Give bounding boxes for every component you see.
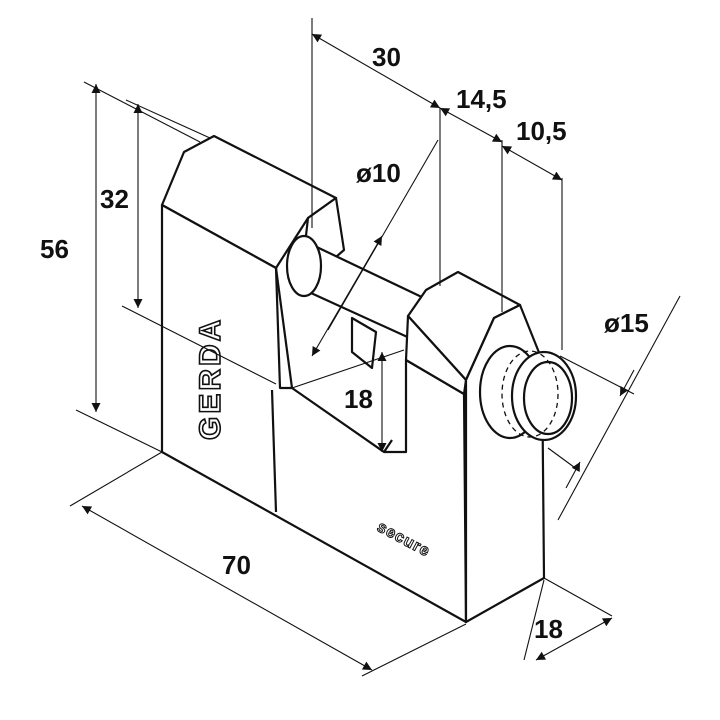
brand-engraving: GERDA (194, 317, 227, 440)
label-56: 56 (40, 234, 69, 264)
label-diameter-10: ø10 (356, 158, 401, 188)
label-diameter-15: ø15 (604, 308, 649, 338)
right-block-front-face (404, 314, 468, 396)
dim-line-70 (81, 505, 373, 671)
label-inner-18: 18 (344, 384, 373, 414)
label-14-5: 14,5 (456, 84, 507, 114)
label-32: 32 (100, 184, 129, 214)
dim-line-diameter-10 (311, 235, 383, 357)
dim-line-depth-18 (535, 617, 613, 661)
label-10-5: 10,5 (516, 116, 567, 146)
label-depth-18: 18 (534, 614, 563, 644)
lock-cylinder (478, 344, 578, 442)
label-30: 30 (372, 42, 401, 72)
body-seam (270, 389, 278, 513)
dim-line-30 (311, 33, 441, 109)
dim-line-14-5 (439, 107, 503, 143)
dim-line-diameter-15 (557, 295, 681, 521)
label-70: 70 (222, 550, 251, 580)
dim-line-10-5 (501, 145, 563, 181)
dimension-lines (81, 33, 681, 671)
dimension-labels: 30 14,5 10,5 ø10 56 32 18 ø15 70 18 (40, 42, 649, 644)
